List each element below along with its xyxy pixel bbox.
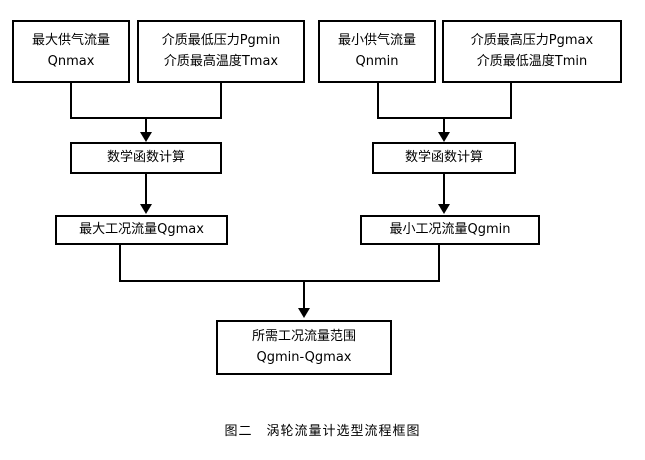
node-required-flow-range-line2: Qgmin-Qgmax bbox=[256, 350, 352, 365]
node-min-pressure-max-temp-line2: 介质最高温度Tmax bbox=[163, 54, 279, 69]
connector-left-merge-down bbox=[145, 117, 147, 134]
connector-bottom-merge-bar bbox=[119, 280, 440, 282]
arrowhead-to-min-working-flow bbox=[438, 204, 450, 214]
arrowhead-to-math-calc-left bbox=[140, 132, 152, 142]
arrowhead-to-required-flow-range bbox=[298, 308, 310, 318]
connector-box3-down bbox=[377, 83, 379, 119]
node-min-supply-flow-line2: Qnmin bbox=[355, 54, 399, 69]
figure-caption: 图二 涡轮流量计选型流程框图 bbox=[224, 424, 421, 439]
node-min-working-flow: 最小工况流量Qgmin bbox=[360, 215, 540, 245]
node-required-flow-range: 所需工况流量范围 Qgmin-Qgmax bbox=[216, 320, 392, 375]
node-min-supply-flow-line1: 最小供气流量 bbox=[337, 33, 416, 49]
node-math-calc-left-label: 数学函数计算 bbox=[106, 150, 185, 166]
node-required-flow-range-line1: 所需工况流量范围 bbox=[251, 329, 356, 345]
connector-maxflow-down bbox=[119, 245, 121, 282]
node-max-supply-flow-line2: Qnmax bbox=[47, 54, 95, 69]
node-max-pressure-min-temp-line2: 介质最低温度Tmin bbox=[476, 54, 588, 69]
node-max-working-flow: 最大工况流量Qgmax bbox=[55, 215, 228, 245]
connector-box2-down bbox=[220, 83, 222, 119]
node-max-working-flow-label: 最大工况流量Qgmax bbox=[79, 222, 204, 238]
node-min-pressure-max-temp: 介质最低压力Pgmin 介质最高温度Tmax bbox=[137, 20, 305, 83]
connector-box1-down bbox=[70, 83, 72, 119]
node-max-supply-flow-line1: 最大供气流量 bbox=[31, 33, 110, 49]
node-math-calc-right: 数学函数计算 bbox=[372, 142, 516, 174]
connector-bottom-merge-down bbox=[303, 280, 305, 310]
connector-right-merge-down bbox=[443, 117, 445, 134]
arrowhead-to-math-calc-right bbox=[438, 132, 450, 142]
connector-minflow-down bbox=[438, 245, 440, 282]
connector-mathleft-to-maxflow bbox=[145, 174, 147, 205]
node-math-calc-right-label: 数学函数计算 bbox=[404, 150, 483, 166]
connector-box4-down bbox=[510, 83, 512, 119]
arrowhead-to-max-working-flow bbox=[140, 204, 152, 214]
node-max-pressure-min-temp-line1: 介质最高压力Pgmax bbox=[470, 33, 594, 49]
node-min-supply-flow: 最小供气流量 Qnmin bbox=[318, 20, 436, 83]
node-max-pressure-min-temp: 介质最高压力Pgmax 介质最低温度Tmin bbox=[442, 20, 622, 83]
node-min-working-flow-label: 最小工况流量Qgmin bbox=[389, 222, 511, 238]
node-math-calc-left: 数学函数计算 bbox=[70, 142, 222, 174]
node-max-supply-flow: 最大供气流量 Qnmax bbox=[12, 20, 130, 83]
connector-mathright-to-minflow bbox=[443, 174, 445, 205]
node-min-pressure-max-temp-line1: 介质最低压力Pgmin bbox=[161, 33, 281, 49]
